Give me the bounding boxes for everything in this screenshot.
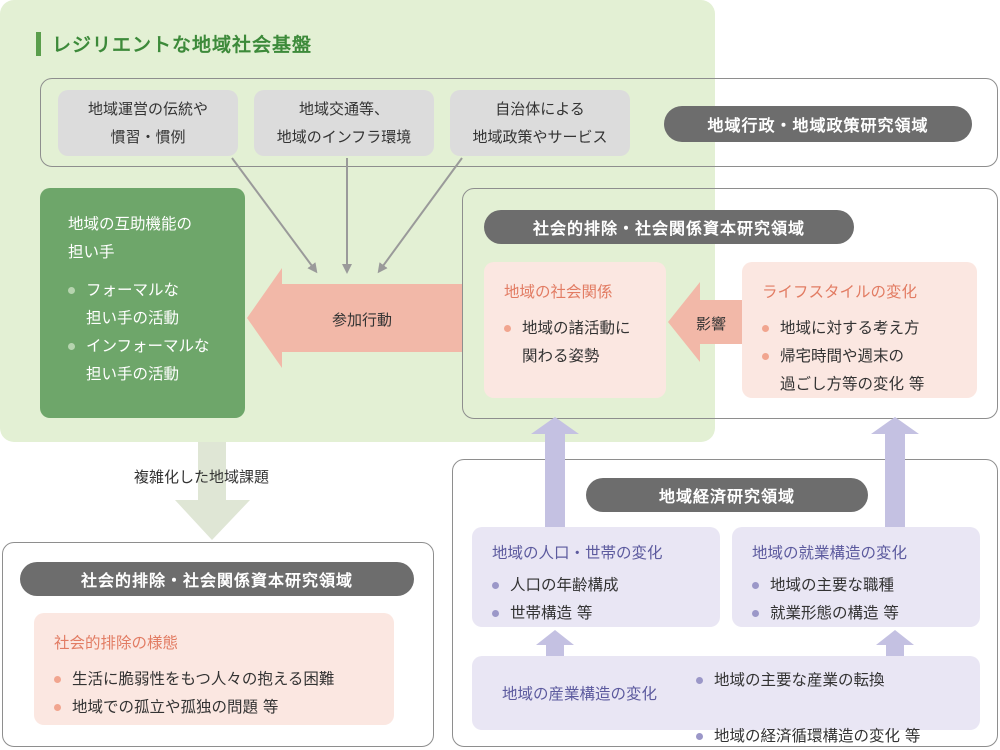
social-capital-panel (462, 188, 998, 419)
social-relation-box: 地域の社会関係 地域の諸活動に 関わる姿勢 (484, 262, 666, 398)
industry-to-employment-arrow (876, 630, 914, 656)
complex-issue-label: 複雑化した地域課題 (134, 468, 270, 486)
social-relation-head: 地域の社会関係 (504, 283, 613, 301)
title-accent-bar (36, 32, 41, 56)
informal-actor-l2: 担い手の活動 (86, 365, 180, 383)
infrastructure-line1: 地域交通等、 (298, 100, 389, 118)
mutual-aid-box: 地域の互助機能の 担い手 フォーマルな 担い手の活動 インフォーマルな 担い手の… (40, 188, 245, 418)
admin-policy-panel (40, 78, 998, 167)
lifestyle-item-2: 帰宅時間や週末の 過ごし方等の変化 等 (762, 342, 977, 398)
admin-policy-pill: 地域行政・地域政策研究領域 (664, 106, 972, 142)
population-head: 地域の人口・世帯の変化 (492, 544, 663, 562)
influence-label: 影響 (696, 315, 727, 333)
social-relation-item-l2: 関わる姿勢 (522, 347, 600, 365)
population-item-1: 人口の年齢構成 (492, 571, 720, 599)
formal-actor-l2: 担い手の活動 (86, 309, 180, 327)
mutual-aid-head1: 地域の互助機能の (68, 215, 193, 233)
policy-line1: 自治体による (495, 100, 585, 118)
lifestyle-box: ライフスタイルの変化 地域に対する考え方 帰宅時間や週末の 過ごし方等の変化 等 (742, 262, 977, 398)
policy-line2: 地域政策やサービス (472, 128, 608, 146)
employment-to-lifestyle-arrow (871, 417, 919, 527)
employment-box: 地域の就業構造の変化 地域の主要な職種 就業形態の構造 等 (732, 527, 980, 627)
industry-to-population-arrow (536, 630, 574, 656)
tradition-line2: 慣習・慣例 (110, 128, 186, 146)
diagram-title: レジリエントな地域社会基盤 (52, 34, 313, 56)
participation-label: 参加行動 (332, 311, 393, 329)
exclusion-pill: 社会的排除・社会関係資本研究領域 (20, 562, 414, 596)
influence-arrow (668, 282, 742, 362)
industry-box: 地域の産業構造の変化 地域の主要な産業の転換 地域の経済循環構造の変化 等 (472, 656, 980, 745)
population-item-2: 世帯構造 等 (492, 599, 720, 627)
informal-actor-item: インフォーマルな 担い手の活動 (68, 332, 245, 388)
population-box: 地域の人口・世帯の変化 人口の年齢構成 世帯構造 等 (472, 527, 720, 627)
lifestyle-item-1: 地域に対する考え方 (762, 314, 977, 342)
infrastructure-box: 地域交通等、 地域のインフラ環境 (254, 90, 434, 156)
economy-pill: 地域経済研究領域 (586, 478, 868, 512)
formal-actor-l1: フォーマルな (86, 281, 180, 299)
lifestyle-item-2-l1: 帰宅時間や週末の (780, 347, 905, 365)
exclusion-item-2: 地域での孤立や孤独の問題 等 (54, 693, 394, 721)
complex-issue-arrow (175, 442, 250, 540)
industry-head: 地域の産業構造の変化 (502, 685, 658, 703)
social-relation-item-l1: 地域の諸活動に (522, 319, 631, 337)
participation-arrow (247, 268, 462, 368)
population-to-relation-arrow (531, 417, 579, 527)
employment-item-1: 地域の主要な職種 (752, 571, 980, 599)
employment-head: 地域の就業構造の変化 (752, 544, 908, 562)
social-relation-item: 地域の諸活動に 関わる姿勢 (504, 314, 666, 370)
tradition-to-participation-arrow (231, 157, 318, 274)
infrastructure-line2: 地域のインフラ環境 (276, 128, 412, 146)
lifestyle-head: ライフスタイルの変化 (762, 283, 918, 301)
informal-actor-l1: インフォーマルな (86, 337, 210, 355)
mutual-aid-head2: 担い手 (68, 243, 115, 261)
policy-to-participation-arrow (377, 157, 463, 274)
industry-item-1: 地域の主要な産業の転換 (696, 666, 1000, 694)
exclusion-state-box: 社会的排除の様態 生活に脆弱性をもつ人々の抱える困難 地域での孤立や孤独の問題 … (34, 613, 394, 725)
industry-item-2: 地域の経済循環構造の変化 等 (696, 722, 1000, 750)
employment-item-2: 就業形態の構造 等 (752, 599, 980, 627)
social-capital-pill: 社会的排除・社会関係資本研究領域 (484, 210, 854, 244)
tradition-line1: 地域運営の伝統や (87, 100, 208, 118)
tradition-box: 地域運営の伝統や 慣習・慣例 (58, 90, 238, 156)
formal-actor-item: フォーマルな 担い手の活動 (68, 276, 245, 332)
exclusion-item-1: 生活に脆弱性をもつ人々の抱える困難 (54, 665, 394, 693)
exclusion-state-head: 社会的排除の様態 (54, 634, 179, 652)
policy-box: 自治体による 地域政策やサービス (450, 90, 630, 156)
lifestyle-item-2-l2: 過ごし方等の変化 等 (780, 375, 925, 393)
